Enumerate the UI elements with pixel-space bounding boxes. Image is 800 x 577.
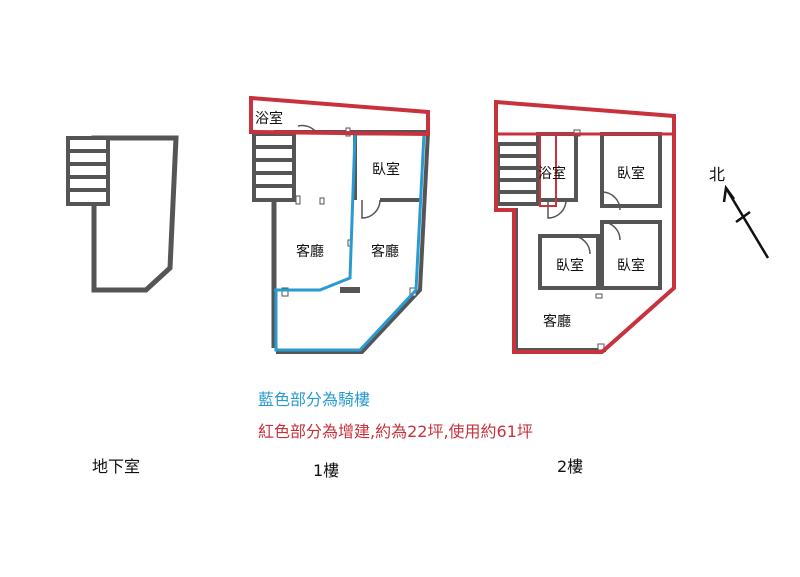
floor-label-first: 1樓 — [313, 461, 339, 480]
f1-living-left-label: 客廳 — [296, 243, 324, 260]
f2-living-label: 客廳 — [543, 313, 571, 330]
f2-bedroom-right-label: 臥室 — [617, 257, 645, 274]
f1-addition-outline — [249, 95, 430, 137]
north-arrow — [722, 184, 770, 259]
f2-bedroom-right-door — [601, 221, 621, 241]
f2-bath-label: 浴室 — [538, 165, 566, 182]
f2-bedroom-mid-label: 臥室 — [556, 257, 584, 274]
f1-marker — [281, 287, 289, 297]
legend-blue-text: 藍色部分為騎樓 — [258, 390, 370, 409]
f2-stairs — [496, 142, 540, 206]
f1-marker — [295, 195, 301, 205]
f1-bedroom-door — [361, 199, 381, 219]
f2-bedroom-mid-walls — [538, 234, 600, 290]
north-arrow-head — [722, 184, 736, 203]
second-floor-plan — [494, 99, 676, 354]
f2-addition-outline — [494, 99, 676, 354]
f1-marker — [319, 197, 325, 205]
f2-bedroom-right-walls — [600, 220, 662, 290]
basement-plan — [66, 135, 179, 293]
f2-bedroom-top-door — [601, 191, 621, 211]
f2-bath-door — [547, 199, 567, 219]
first-floor-plan — [249, 95, 430, 354]
basement-wall — [91, 135, 179, 293]
f1-stairs — [252, 132, 296, 202]
f1-bedroom-label: 臥室 — [372, 161, 400, 178]
north-arrow-tick — [735, 210, 751, 224]
f1-bath-label: 浴室 — [255, 110, 283, 127]
f2-bedroom-top-label: 臥室 — [617, 165, 645, 182]
basement-stairs — [66, 136, 110, 206]
legend-red-text: 紅色部分為增建,約為22坪,使用約61坪 — [258, 422, 533, 441]
f2-bath-addition — [539, 133, 557, 207]
floor-label-second: 2樓 — [557, 457, 583, 476]
f1-living-right-label: 客廳 — [371, 243, 399, 260]
floor-label-basement: 地下室 — [92, 457, 140, 476]
f2-bedroom-mid-door — [571, 235, 591, 255]
north-label: 北 — [709, 165, 725, 184]
f2-marker — [595, 293, 603, 299]
f1-outer-wall — [276, 131, 430, 354]
